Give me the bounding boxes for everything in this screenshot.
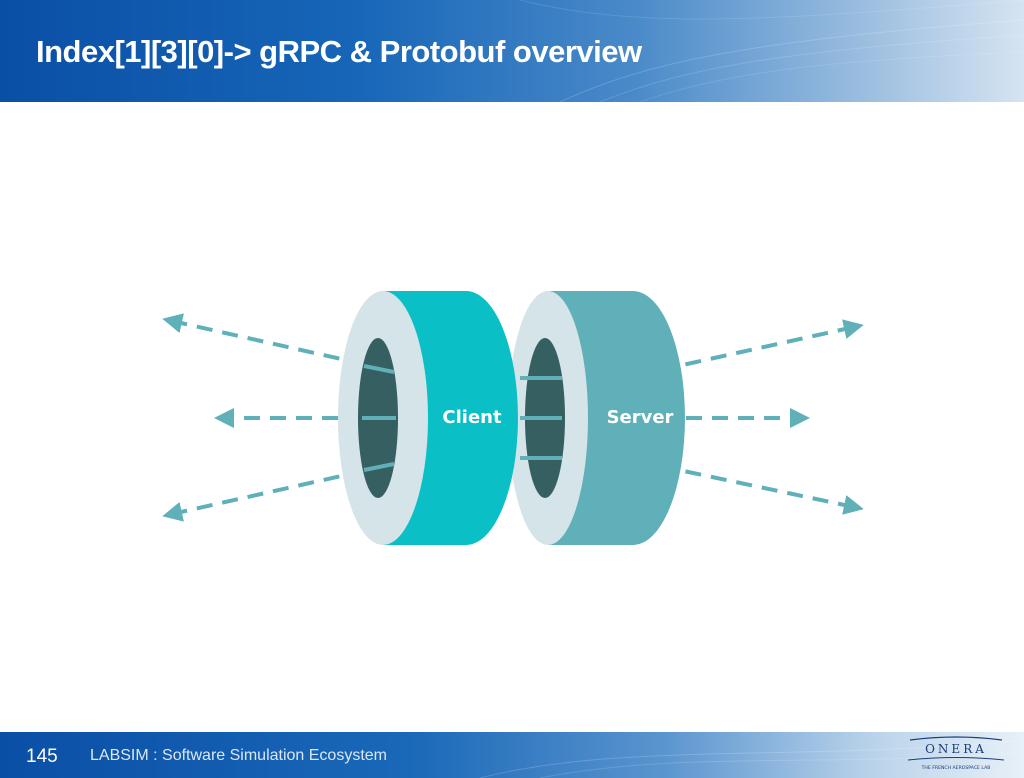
- client-hole-arrows: [362, 364, 396, 472]
- slide-title: Index[1][3][0]-> gRPC & Protobuf overvie…: [36, 34, 642, 69]
- client-cylinder: [338, 291, 518, 545]
- client-label: Client: [442, 407, 502, 428]
- arrow-right-up: [659, 319, 864, 372]
- onera-logo-swoosh: [907, 757, 1005, 761]
- inner-arrows: [520, 376, 562, 460]
- client-hole-dash-down: [363, 462, 395, 472]
- arrow-right-down: [659, 464, 864, 515]
- server-label: Server: [607, 407, 674, 428]
- onera-logo-arc: [909, 736, 1003, 741]
- client-hole-dash-up: [363, 364, 395, 374]
- onera-logo-name: ONERA: [925, 742, 987, 756]
- slide-footer: 145 LABSIM : Software Simulation Ecosyst…: [0, 732, 1024, 778]
- grpc-client-server-diagram: Client Server: [162, 291, 864, 545]
- header-wave-decoration: [519, 0, 1024, 102]
- footer-text: LABSIM : Software Simulation Ecosystem: [90, 747, 387, 764]
- onera-logo-icon: ONERA THE FRENCH AEROSPACE LAB: [907, 736, 1005, 771]
- slide-header: Index[1][3][0]-> gRPC & Protobuf overvie…: [0, 0, 1024, 102]
- footer-wave-decoration: [479, 739, 1024, 778]
- onera-logo-tagline: THE FRENCH AEROSPACE LAB: [921, 765, 991, 771]
- right-arrows: [659, 319, 864, 515]
- page-number: 145: [26, 746, 58, 767]
